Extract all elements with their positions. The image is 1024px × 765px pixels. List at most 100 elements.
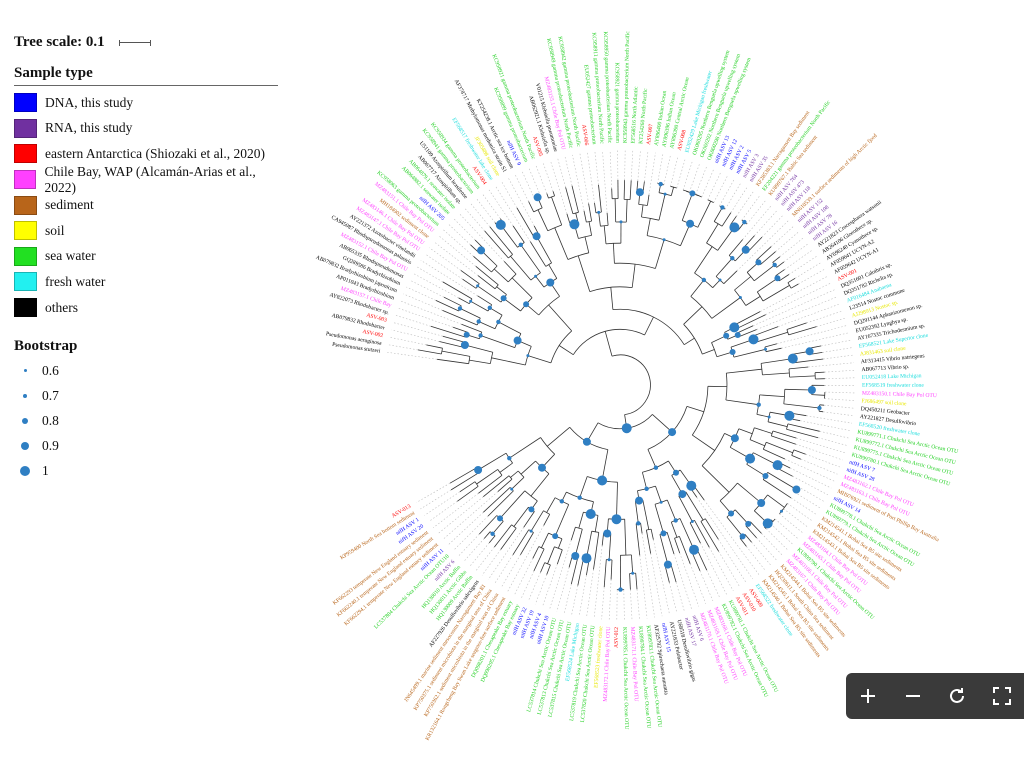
branch-line xyxy=(595,515,598,532)
bootstrap-node xyxy=(458,306,462,310)
branch-line xyxy=(528,356,551,363)
branch-line xyxy=(478,276,495,289)
fullscreen-icon xyxy=(993,687,1011,705)
leaf-guide xyxy=(610,150,612,188)
branch-line xyxy=(679,536,690,563)
leaf-guide xyxy=(798,269,824,284)
leaf-guide xyxy=(429,248,461,271)
branch-line xyxy=(625,519,626,555)
branch-line xyxy=(748,237,762,252)
bootstrap-node xyxy=(808,386,816,394)
branch-line xyxy=(478,296,492,305)
branch-line xyxy=(642,205,644,217)
bootstrap-node xyxy=(735,332,741,338)
branch-line xyxy=(812,395,825,396)
bootstrap-node xyxy=(773,460,783,470)
leaf-guide xyxy=(779,514,802,533)
leaf-guide xyxy=(820,431,849,438)
branch-line xyxy=(437,359,469,363)
leaf-label: AB067713 Vibrio sp. xyxy=(861,364,910,373)
zoom-out-button[interactable] xyxy=(897,680,929,712)
bootstrap-node xyxy=(784,411,794,421)
branch-line xyxy=(476,266,499,285)
branch-arc xyxy=(750,428,754,440)
bootstrap-node xyxy=(689,190,695,196)
branch-line xyxy=(726,400,759,405)
branch-line xyxy=(624,180,625,199)
branch-line xyxy=(494,269,508,282)
bootstrap-node xyxy=(757,499,765,507)
branch-line xyxy=(548,547,555,564)
branch-line xyxy=(750,440,765,446)
branch-arc xyxy=(788,283,791,289)
branch-arc xyxy=(757,292,763,301)
bootstrap-node xyxy=(792,486,800,494)
leaf-guide xyxy=(638,151,641,181)
branch-line xyxy=(479,516,497,535)
branch-line xyxy=(555,228,568,260)
branch-line xyxy=(684,307,702,325)
branch-line xyxy=(792,455,801,459)
leaf-guide xyxy=(603,151,608,213)
reset-view-button[interactable] xyxy=(941,680,973,712)
branch-line xyxy=(667,500,675,520)
leaf-guide xyxy=(558,158,566,187)
leaf-guide xyxy=(784,509,808,527)
branch-line xyxy=(656,486,662,502)
leaf-guide xyxy=(795,263,821,279)
leaf-guide xyxy=(757,538,777,560)
branch-line xyxy=(713,280,720,288)
branch-line xyxy=(530,242,546,267)
leaf-guide xyxy=(417,267,443,282)
bootstrap-node xyxy=(636,521,640,525)
leaf-guide xyxy=(806,454,841,467)
branch-line xyxy=(651,529,653,540)
leaf-guide xyxy=(587,569,594,617)
branch-line xyxy=(784,404,820,408)
leaf-guide xyxy=(822,348,852,353)
bootstrap-node xyxy=(757,403,761,407)
fullscreen-button[interactable] xyxy=(986,680,1018,712)
branch-line xyxy=(716,258,732,276)
bootstrap-node xyxy=(534,275,537,278)
branch-arc xyxy=(498,469,502,475)
bootstrap-node xyxy=(689,545,699,555)
bootstrap-node xyxy=(510,488,513,491)
branch-line xyxy=(679,496,693,521)
leaf-guide xyxy=(746,546,765,570)
branch-line xyxy=(609,534,611,560)
leaf-guide xyxy=(535,575,546,605)
branch-line xyxy=(479,322,495,329)
branch-line xyxy=(773,431,797,438)
bootstrap-node xyxy=(514,337,522,345)
zoom-in-button[interactable] xyxy=(852,680,884,712)
branch-arc xyxy=(763,442,766,449)
branch-line xyxy=(443,336,466,342)
bootstrap-node xyxy=(635,497,643,505)
bootstrap-node xyxy=(496,320,500,324)
branch-arc xyxy=(701,519,705,522)
viewer-toolbar xyxy=(846,673,1024,719)
leaf-guide xyxy=(459,534,480,556)
branch-line xyxy=(469,360,490,364)
branch-line xyxy=(754,428,772,434)
bootstrap-node xyxy=(686,481,696,491)
branch-line xyxy=(660,534,668,564)
bootstrap-node xyxy=(477,319,481,323)
branch-line xyxy=(493,521,504,534)
leaf-guide xyxy=(640,555,647,618)
bootstrap-node xyxy=(740,533,746,539)
branch-line xyxy=(645,317,654,335)
branch-line xyxy=(724,271,737,284)
bootstrap-node xyxy=(745,454,755,464)
leaf-guide xyxy=(789,256,817,274)
branch-line xyxy=(690,523,700,544)
branch-line xyxy=(492,358,526,365)
leaf-guide xyxy=(392,330,440,342)
bootstrap-node xyxy=(612,514,622,524)
branch-line xyxy=(766,348,782,352)
branch-line xyxy=(537,236,552,263)
branch-line xyxy=(439,342,464,348)
bootstrap-node xyxy=(664,193,667,196)
leaf-guide xyxy=(800,421,850,431)
